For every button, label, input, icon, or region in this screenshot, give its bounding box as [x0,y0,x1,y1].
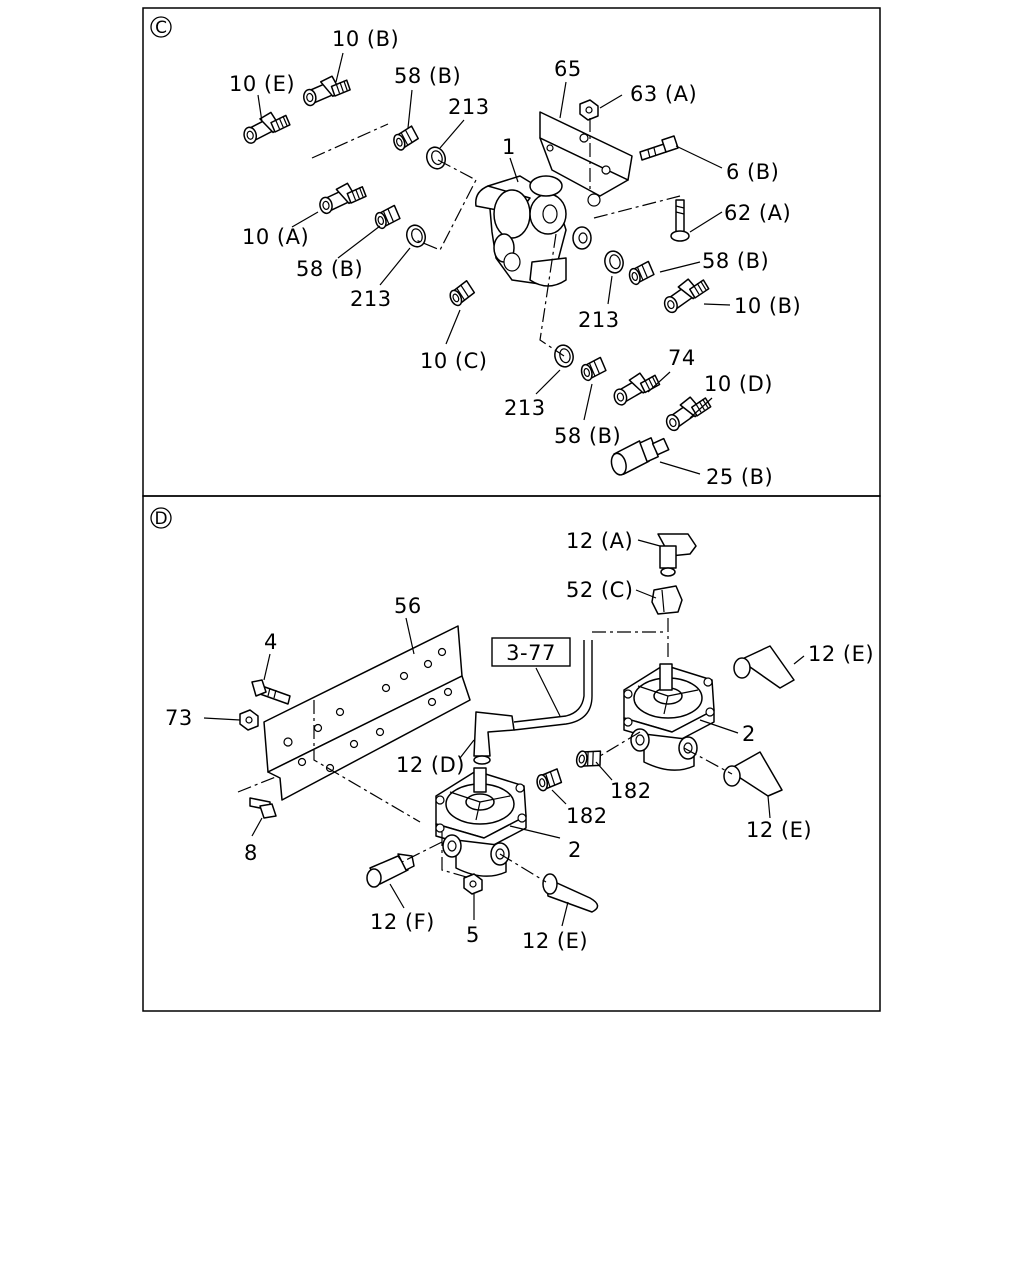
label-2-left: 2 [568,838,582,862]
section-c: C [142,7,881,497]
d-dash-182 [599,731,641,757]
part-12a-elbow [657,533,697,577]
label-58b-bottom: 58 (B) [554,424,621,448]
label-10c: 10 (C) [420,349,487,373]
part-25b-sensor [610,437,670,476]
part-63a-nut [579,99,599,121]
label-10b-top: 10 (B) [332,27,399,51]
label-4: 4 [264,630,278,654]
section-d-marker-circle [150,507,172,529]
d-hose-outline [513,640,593,731]
section-d-leaders [203,539,805,927]
part-12d-elbow [473,711,515,765]
section-d-frame [142,495,881,1012]
label-56: 56 [394,594,422,618]
part-182-mid-plug [534,767,564,793]
label-10b-right: 10 (B) [734,294,801,318]
part-74-tee [609,368,663,408]
section-d: D [142,495,881,1012]
label-12f: 12 (F) [370,910,435,934]
label-12a: 12 (A) [566,529,633,553]
part-10e-fitting [239,108,293,146]
c-dash-213-bottom [539,233,565,357]
part-58b-right-plug [626,260,656,287]
part-58b-top-plug [390,124,421,153]
d-dash-12f [401,841,443,863]
label-1: 1 [502,135,516,159]
label-213-right: 213 [578,308,620,332]
d-dash-8 [237,775,279,793]
label-52c: 52 (C) [566,578,633,602]
label-74: 74 [668,346,696,370]
label-182-mid: 182 [566,804,608,828]
part-10a-fitting [316,179,369,216]
label-12e-top: 12 (E) [808,642,874,666]
section-c-marker-circle [150,16,172,38]
d-dash-bracket [313,700,421,823]
part-12e-bottom-fitting [542,873,599,913]
part-62a-bolt [670,199,690,242]
part-1-valve-body [475,175,592,287]
label-12d: 12 (D) [396,753,465,777]
part-6b-bolt [639,135,679,161]
label-8: 8 [244,841,258,865]
part-65-bracket [539,111,633,207]
part-12e-top-elbow [733,645,795,689]
part-213-left-ring [403,221,429,251]
part-valve-stems [473,663,673,793]
label-58b-left: 58 (B) [296,257,363,281]
label-58b-right: 58 (B) [702,249,769,273]
section-c-leaders [257,52,731,475]
section-c-marker: C [155,18,167,38]
part-10d-fitting [660,390,715,433]
label-5: 5 [466,923,480,947]
label-10a: 10 (A) [242,225,309,249]
part-58b-left-plug [372,204,402,231]
label-12e-right: 12 (E) [746,818,812,842]
part-73-nut [239,709,259,731]
part-10b-top-fitting [300,73,353,108]
c-dash-213-left [415,159,477,251]
c-dash-62a [593,195,681,219]
label-63a: 63 (A) [630,82,697,106]
label-25b: 25 (B) [706,465,773,489]
label-62a: 62 (A) [724,201,791,225]
part-213-right-ring [601,248,627,276]
part-10c-fitting [445,279,478,309]
part-52c-nut [651,585,683,615]
ref-3-77-box [491,637,571,667]
part-4-bolt [251,679,291,705]
d-dash-5 [441,832,471,879]
label-6b: 6 (B) [726,160,779,184]
part-58b-bottom-plug [578,356,608,383]
part-5-nut [463,873,483,895]
part-10b-right-fitting [658,272,713,315]
part-182-right-plug [574,746,604,771]
section-d-marker: D [154,509,167,529]
part-12f-fitting [366,853,415,888]
label-10d: 10 (D) [704,372,773,396]
label-182-right: 182 [610,779,652,803]
label-213-left: 213 [350,287,392,311]
part-12e-right-elbow [723,751,783,797]
ref-3-77-label: 3-77 [506,641,556,665]
label-58b-top: 58 (B) [394,64,461,88]
label-213-top: 213 [448,95,490,119]
label-65: 65 [554,57,582,81]
label-2-right: 2 [742,722,756,746]
d-dash-12e-bottom [499,853,547,883]
label-73: 73 [165,706,193,730]
c-dash-10e-58b [311,123,389,159]
d-dash-12e-right [683,747,733,775]
part-213-top-ring [423,143,449,173]
part-8-bolt [249,797,277,819]
d-hose [513,640,585,723]
label-10e: 10 (E) [229,72,295,96]
label-12e-bottom: 12 (E) [522,929,588,953]
label-213-bottom: 213 [504,396,546,420]
